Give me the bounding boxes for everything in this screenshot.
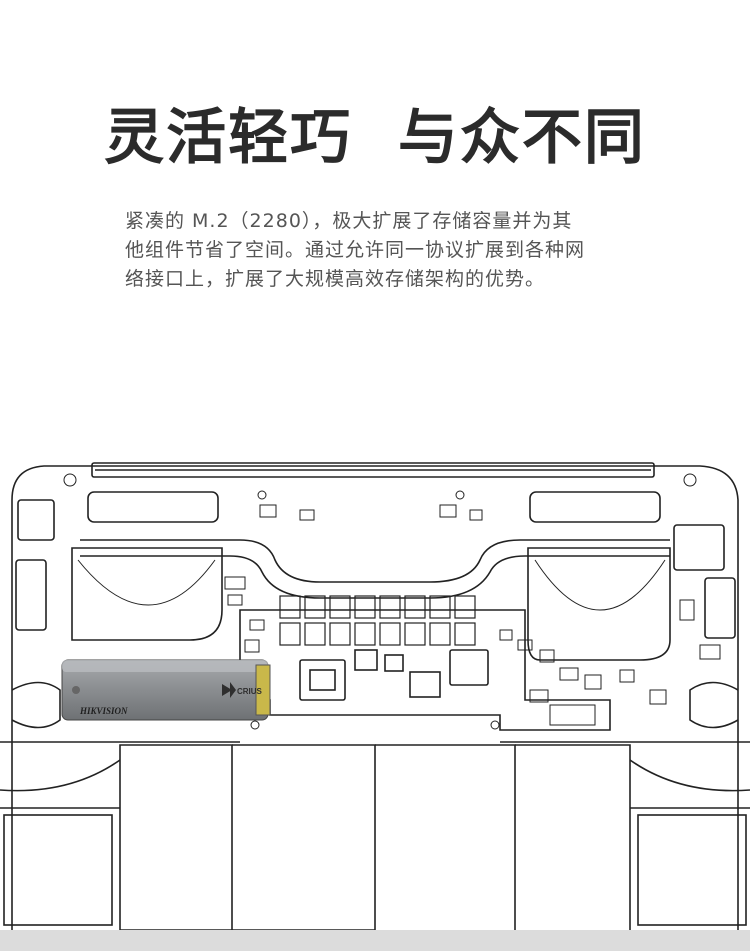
battery-cell bbox=[232, 744, 376, 930]
ssd-brand-label: HIKVISION bbox=[79, 706, 128, 716]
description-line: 紧凑的 M.2（2280），极大扩展了存储容量并为其 bbox=[125, 210, 573, 232]
description-line: 络接口上，扩展了大规模高效存储架构的优势。 bbox=[125, 268, 546, 290]
crius-logo-icon bbox=[222, 682, 236, 698]
ssd-model-label: CRIUS bbox=[237, 687, 263, 696]
laptop-chassis bbox=[11, 465, 739, 930]
description: 紧凑的 M.2（2280），极大扩展了存储容量并为其 他组件节省了空间。通过允许… bbox=[125, 207, 635, 294]
battery-cell bbox=[375, 744, 516, 930]
ssd-drive: CRIUS HIKVISION bbox=[61, 659, 271, 721]
heat-pipe bbox=[80, 539, 670, 583]
battery-cell bbox=[515, 744, 631, 930]
left-fan bbox=[71, 547, 223, 641]
right-fan bbox=[527, 547, 671, 661]
memory-chips bbox=[279, 595, 476, 646]
description-line: 他组件节省了空间。通过允许同一协议扩展到各种网 bbox=[125, 239, 586, 261]
battery-cell bbox=[119, 744, 233, 930]
headline: 灵活轻巧 与众不同 bbox=[104, 103, 646, 173]
laptop-internals-illustration: CRIUS HIKVISION bbox=[0, 462, 750, 930]
hinge-strip bbox=[91, 462, 655, 478]
footer-bar bbox=[0, 930, 750, 951]
